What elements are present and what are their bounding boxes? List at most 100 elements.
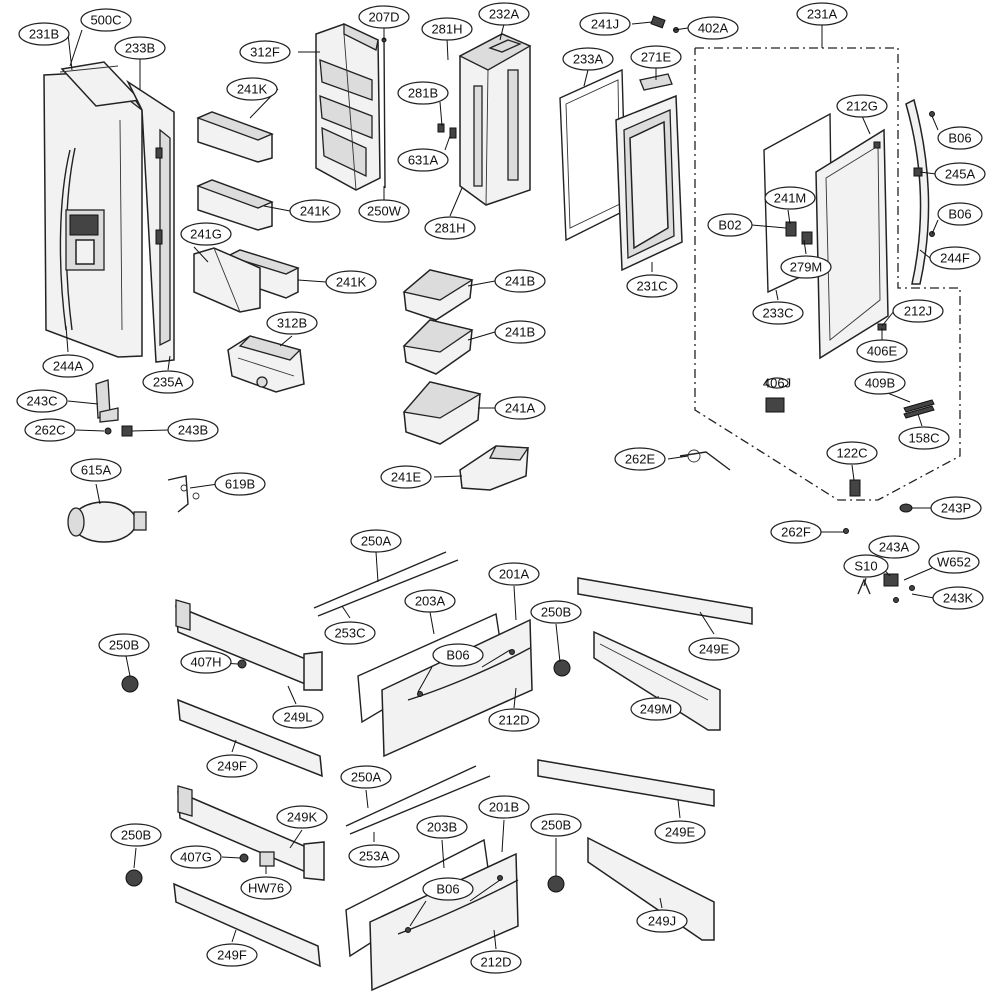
label-253A: 253A bbox=[348, 844, 400, 868]
label-281H-top: 281H bbox=[421, 17, 473, 41]
svg-text:619B: 619B bbox=[225, 477, 255, 492]
label-249F-2: 249F bbox=[206, 943, 258, 967]
svg-text:244A: 244A bbox=[53, 359, 84, 374]
svg-text:B06: B06 bbox=[446, 648, 469, 663]
label-249F-1: 249F bbox=[206, 754, 258, 778]
label-233A: 233A bbox=[562, 47, 614, 71]
svg-text:S10: S10 bbox=[854, 559, 877, 574]
assembly-boundary-231A bbox=[694, 47, 961, 501]
svg-text:212D: 212D bbox=[498, 713, 529, 728]
label-S10: S10 bbox=[843, 554, 889, 578]
svg-text:243K: 243K bbox=[943, 591, 974, 606]
label-241A: 241A bbox=[494, 396, 546, 420]
leader-lines bbox=[65, 21, 937, 950]
label-231B: 231B bbox=[18, 22, 70, 46]
upper-drawer bbox=[313, 551, 533, 758]
door-gasket-233A bbox=[559, 68, 627, 242]
svg-text:241G: 241G bbox=[190, 227, 222, 242]
label-407H: 407H bbox=[180, 650, 232, 674]
svg-text:231A: 231A bbox=[807, 7, 838, 22]
label-250A-1: 250A bbox=[350, 529, 402, 553]
label-250B-1: 250B bbox=[530, 600, 582, 624]
door-handle-244F bbox=[905, 98, 935, 285]
label-249L: 249L bbox=[272, 705, 324, 729]
label-409B: 409B bbox=[854, 371, 906, 395]
label-271E: 271E bbox=[630, 45, 682, 69]
label-406E: 406E bbox=[856, 339, 908, 363]
label-312B: 312B bbox=[266, 311, 318, 335]
label-500C: 500C bbox=[80, 8, 132, 32]
label-250B-3: 250B bbox=[530, 813, 582, 837]
label-241B-1: 241B bbox=[494, 269, 546, 293]
svg-text:241M: 241M bbox=[774, 191, 807, 206]
svg-text:212D: 212D bbox=[480, 955, 511, 970]
label-243A: 243A bbox=[868, 535, 920, 559]
label-262C: 262C bbox=[24, 418, 76, 442]
label-249E-1: 249E bbox=[688, 637, 740, 661]
label-615A: 615A bbox=[70, 458, 122, 482]
label-244F: 244F bbox=[929, 246, 981, 270]
svg-text:212J: 212J bbox=[904, 304, 932, 319]
svg-text:241J: 241J bbox=[591, 17, 619, 32]
svg-text:262F: 262F bbox=[781, 525, 811, 540]
svg-text:B06: B06 bbox=[948, 207, 971, 222]
leader-lines-extra bbox=[751, 115, 939, 235]
svg-text:253C: 253C bbox=[334, 626, 365, 641]
ice-bin-312B bbox=[227, 335, 305, 393]
label-122C: 122C bbox=[826, 441, 878, 465]
label-250B-4: 250B bbox=[110, 823, 162, 847]
svg-text:262C: 262C bbox=[34, 423, 65, 438]
label-W652: W652 bbox=[928, 550, 980, 574]
svg-text:253A: 253A bbox=[359, 849, 390, 864]
label-232A: 232A bbox=[478, 2, 530, 26]
svg-text:271E: 271E bbox=[641, 50, 672, 65]
label-201A: 201A bbox=[488, 562, 540, 586]
svg-text:203A: 203A bbox=[415, 594, 446, 609]
label-250B-2: 250B bbox=[98, 633, 150, 657]
door-panel-212G bbox=[785, 128, 889, 360]
label-B06-1: B06 bbox=[432, 643, 484, 667]
label-249E-2: 249E bbox=[654, 820, 706, 844]
gear-wheels bbox=[121, 659, 571, 893]
svg-text:409B: 409B bbox=[865, 376, 895, 391]
svg-text:281H: 281H bbox=[431, 22, 462, 37]
label-235A: 235A bbox=[142, 370, 194, 394]
svg-text:B02: B02 bbox=[718, 218, 741, 233]
svg-text:241B: 241B bbox=[505, 274, 535, 289]
tag-406J: 406J bbox=[763, 376, 791, 391]
label-402A: 402A bbox=[687, 16, 739, 40]
svg-text:232A: 232A bbox=[489, 7, 520, 22]
dispenser-housing-232A bbox=[437, 33, 532, 206]
svg-text:500C: 500C bbox=[90, 13, 121, 28]
label-241K-2: 241K bbox=[289, 199, 341, 223]
label-B06-3: B06 bbox=[937, 126, 983, 150]
svg-text:407G: 407G bbox=[180, 850, 212, 865]
svg-text:233A: 233A bbox=[573, 52, 604, 67]
label-619B: 619B bbox=[214, 472, 266, 496]
svg-text:250B: 250B bbox=[109, 638, 139, 653]
label-B02: B02 bbox=[707, 213, 753, 237]
label-250A-2: 250A bbox=[340, 765, 392, 789]
label-249K: 249K bbox=[276, 805, 328, 829]
lower-drawer bbox=[345, 765, 519, 992]
label-253C: 253C bbox=[324, 621, 376, 645]
svg-text:281B: 281B bbox=[408, 86, 438, 101]
svg-text:231B: 231B bbox=[29, 27, 59, 42]
label-250W: 250W bbox=[358, 199, 410, 223]
svg-text:241B: 241B bbox=[505, 325, 535, 340]
svg-text:245A: 245A bbox=[945, 167, 976, 182]
svg-text:201B: 201B bbox=[489, 800, 519, 815]
label-212G: 212G bbox=[836, 94, 888, 118]
label-203B: 203B bbox=[416, 815, 468, 839]
label-312F: 312F bbox=[239, 40, 291, 64]
door-frame-231C bbox=[615, 15, 683, 272]
label-212J: 212J bbox=[892, 299, 944, 323]
label-201B: 201B bbox=[478, 795, 530, 819]
door-bins-241K bbox=[193, 111, 300, 313]
svg-text:HW76: HW76 bbox=[248, 881, 284, 896]
label-241B-2: 241B bbox=[494, 320, 546, 344]
label-B06-2: B06 bbox=[422, 877, 474, 901]
svg-text:249M: 249M bbox=[640, 702, 673, 717]
svg-text:407H: 407H bbox=[190, 655, 221, 670]
callout-labels: 231B 500C 233B 312F 207D 281H 232A 241J … bbox=[16, 2, 986, 974]
